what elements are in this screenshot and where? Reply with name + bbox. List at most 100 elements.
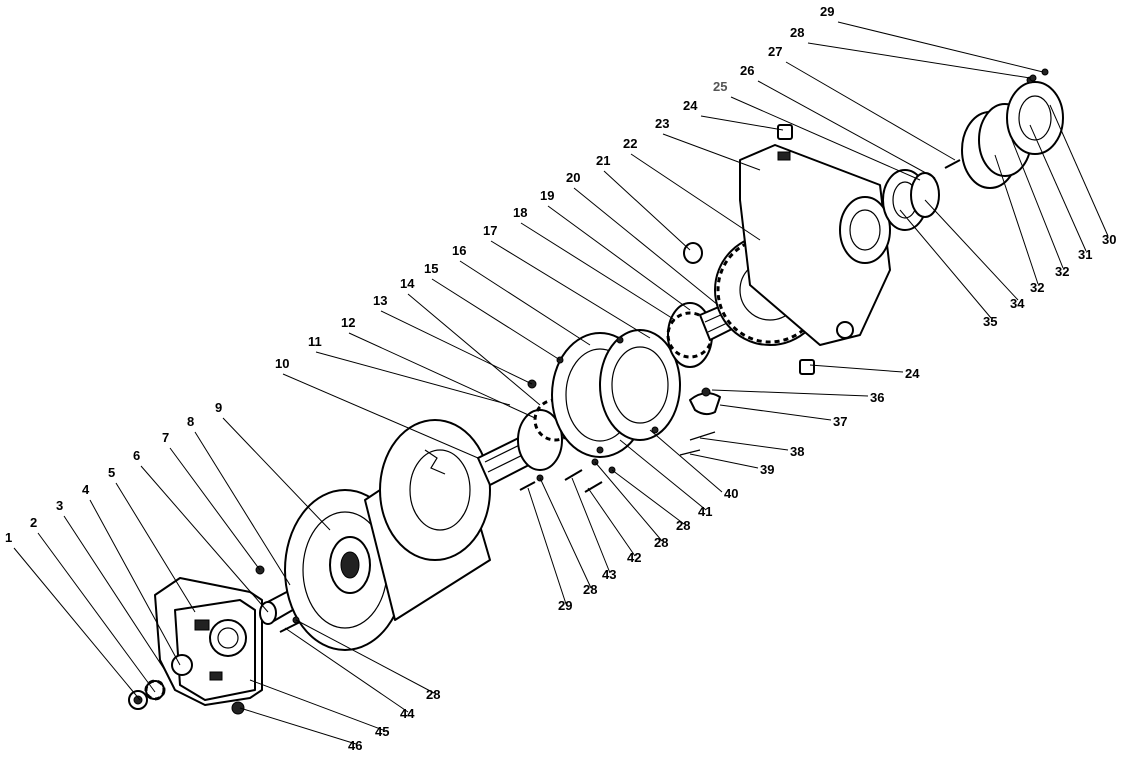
leader-line-52 — [239, 707, 357, 745]
label-30: 30 — [1102, 232, 1116, 247]
leader-line-10 — [282, 373, 479, 459]
leader-line-44 — [594, 461, 663, 542]
label-35: 35 — [983, 314, 997, 329]
leader-line-21 — [603, 170, 691, 251]
label-2: 2 — [30, 515, 37, 530]
o-ring — [683, 242, 703, 264]
label-1: 1 — [5, 530, 12, 545]
gearbox-housing — [739, 144, 891, 346]
leader-line-45 — [587, 487, 636, 557]
label-28-mid-b: 28 — [654, 535, 668, 550]
label-29-top: 29 — [820, 4, 834, 19]
label-28-bottom: 28 — [426, 687, 440, 702]
oil-plug-bottom — [799, 359, 815, 375]
leader-line-29 — [837, 21, 1044, 73]
label-36: 36 — [870, 390, 884, 405]
leader-line-6 — [140, 465, 269, 613]
label-21: 21 — [596, 153, 610, 168]
label-7: 7 — [162, 430, 169, 445]
leader-line-49 — [295, 619, 435, 694]
leader-line-46 — [571, 477, 611, 574]
label-34: 34 — [1010, 296, 1025, 311]
parts-illustration — [128, 68, 1064, 715]
leader-line-51 — [249, 679, 384, 731]
end-cover — [961, 68, 1064, 189]
leader-line-16 — [459, 260, 591, 346]
leader-line-32 — [1029, 124, 1087, 252]
leader-line-37 — [711, 389, 869, 397]
label-11: 11 — [308, 334, 322, 349]
label-45: 45 — [375, 724, 389, 739]
leader-line-40 — [689, 453, 759, 469]
leader-line-3 — [63, 515, 169, 676]
label-12: 12 — [341, 315, 355, 330]
leader-line-47 — [539, 477, 592, 589]
label-15: 15 — [424, 261, 438, 276]
label-10: 10 — [275, 356, 289, 371]
brake-lever — [679, 387, 721, 456]
leader-line-50 — [284, 627, 409, 713]
label-37: 37 — [833, 414, 847, 429]
label-40: 40 — [724, 486, 738, 501]
label-32-a: 32 — [1055, 264, 1069, 279]
label-25: 25 — [713, 79, 727, 94]
label-24-bottom: 24 — [905, 366, 920, 381]
winch-drum — [284, 419, 491, 651]
leader-line-11 — [315, 351, 511, 406]
label-18: 18 — [513, 205, 527, 220]
leader-line-22 — [630, 153, 761, 241]
leader-line-41 — [649, 429, 723, 493]
leader-line-26 — [757, 80, 936, 179]
leader-line-42 — [619, 439, 707, 511]
label-20: 20 — [566, 170, 580, 185]
label-4: 4 — [82, 482, 90, 497]
label-26: 26 — [740, 63, 754, 78]
leader-line-17 — [490, 240, 651, 339]
small-gears — [128, 679, 166, 710]
drain-plug — [231, 701, 245, 715]
splined-shaft — [477, 398, 577, 486]
label-9: 9 — [215, 400, 222, 415]
leader-line-15 — [431, 278, 561, 361]
leader-line-28 — [807, 42, 1031, 79]
leader-line-1 — [13, 547, 141, 701]
leader-line-5 — [115, 482, 196, 613]
leader-line-14 — [407, 293, 541, 406]
label-28-mid-c: 28 — [583, 582, 597, 597]
leader-line-8 — [194, 431, 291, 586]
bearing-assembly — [882, 169, 940, 231]
label-29-bottom: 29 — [558, 598, 572, 613]
label-28-top: 28 — [790, 25, 804, 40]
leader-line-7 — [169, 447, 261, 571]
leader-line-13 — [380, 310, 533, 385]
label-28-mid-a: 28 — [676, 518, 690, 533]
leader-line-4 — [89, 499, 181, 666]
label-39: 39 — [760, 462, 774, 477]
leader-line-36 — [899, 209, 992, 319]
label-46: 46 — [348, 738, 362, 753]
leader-line-43 — [611, 469, 685, 525]
label-44: 44 — [400, 706, 415, 721]
leader-line-31 — [1049, 104, 1109, 237]
leader-line-23 — [662, 133, 761, 171]
label-43: 43 — [602, 567, 616, 582]
brake-housing — [551, 329, 681, 458]
leader-line-9 — [222, 417, 331, 531]
label-14: 14 — [400, 276, 415, 291]
label-16: 16 — [452, 243, 466, 258]
label-23: 23 — [655, 116, 669, 131]
leader-line-12 — [348, 332, 536, 419]
bolts — [279, 74, 1037, 633]
leader-line-25 — [730, 96, 921, 181]
label-17: 17 — [483, 223, 497, 238]
leader-line-39 — [699, 437, 789, 451]
label-31: 31 — [1078, 247, 1092, 262]
leader-line-35 — [924, 199, 1019, 301]
label-3: 3 — [56, 498, 63, 513]
leader-line-24 — [700, 115, 784, 131]
leader-line-30 — [809, 364, 904, 373]
label-13: 13 — [373, 293, 387, 308]
oil-plug-top — [777, 124, 793, 140]
label-6: 6 — [133, 448, 140, 463]
